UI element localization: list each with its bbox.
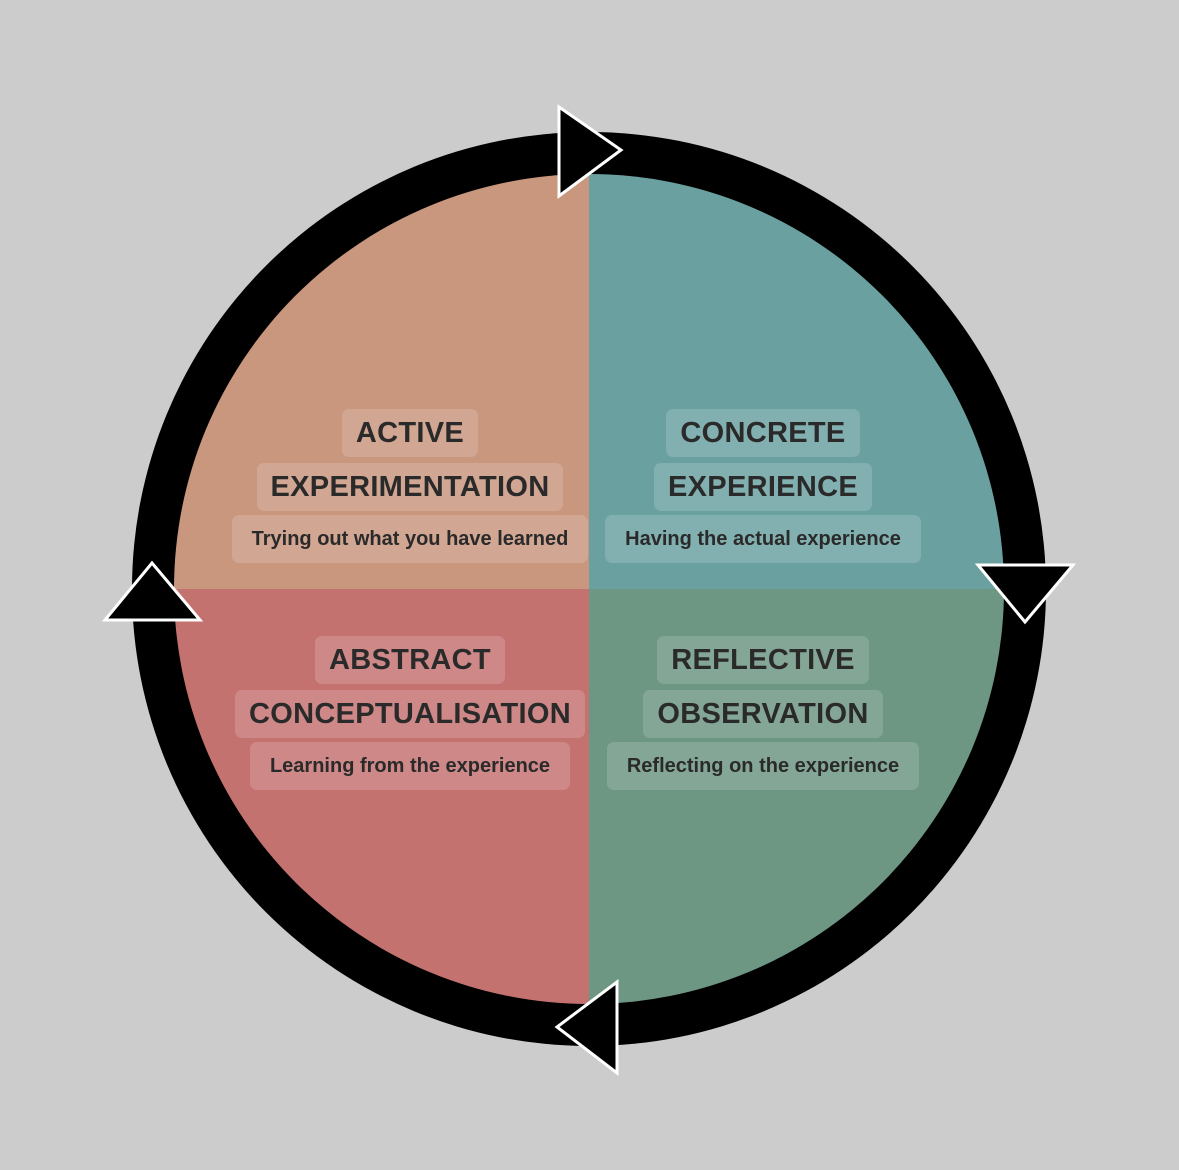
quadrant-active-experimentation xyxy=(174,174,589,589)
concrete-experience-description: Having the actual experience xyxy=(605,515,921,563)
quadrant-concrete-experience xyxy=(589,174,1004,589)
arrow-up-icon xyxy=(101,560,204,622)
arrow-right-icon xyxy=(557,104,624,199)
abstract-conceptualisation-description: Learning from the experience xyxy=(249,742,571,790)
active-experimentation-title-line1: ACTIVE xyxy=(341,409,479,457)
concrete-experience-title-line1: CONCRETE xyxy=(666,409,860,457)
label-reflective-observation: REFLECTIVE OBSERVATION Reflecting on the… xyxy=(553,636,973,790)
label-concrete-experience: CONCRETE EXPERIENCE Having the actual ex… xyxy=(553,409,973,563)
reflective-observation-title-line1: REFLECTIVE xyxy=(657,636,869,684)
quadrant-reflective-observation xyxy=(589,589,1004,1004)
active-experimentation-description: Trying out what you have learned xyxy=(231,515,589,563)
abstract-conceptualisation-title-line2: CONCEPTUALISATION xyxy=(235,690,585,738)
arrow-left-icon xyxy=(554,979,619,1077)
reflective-observation-description: Reflecting on the experience xyxy=(606,742,920,790)
label-active-experimentation: ACTIVE EXPERIMENTATION Trying out what y… xyxy=(200,409,620,563)
reflective-observation-title-line2: OBSERVATION xyxy=(643,690,883,738)
label-abstract-conceptualisation: ABSTRACT CONCEPTUALISATION Learning from… xyxy=(200,636,620,790)
quadrant-abstract-conceptualisation xyxy=(174,589,589,1004)
arrow-down-icon xyxy=(974,563,1077,625)
abstract-conceptualisation-title-line1: ABSTRACT xyxy=(315,636,505,684)
active-experimentation-title-line2: EXPERIMENTATION xyxy=(256,463,564,511)
concrete-experience-title-line2: EXPERIENCE xyxy=(654,463,872,511)
